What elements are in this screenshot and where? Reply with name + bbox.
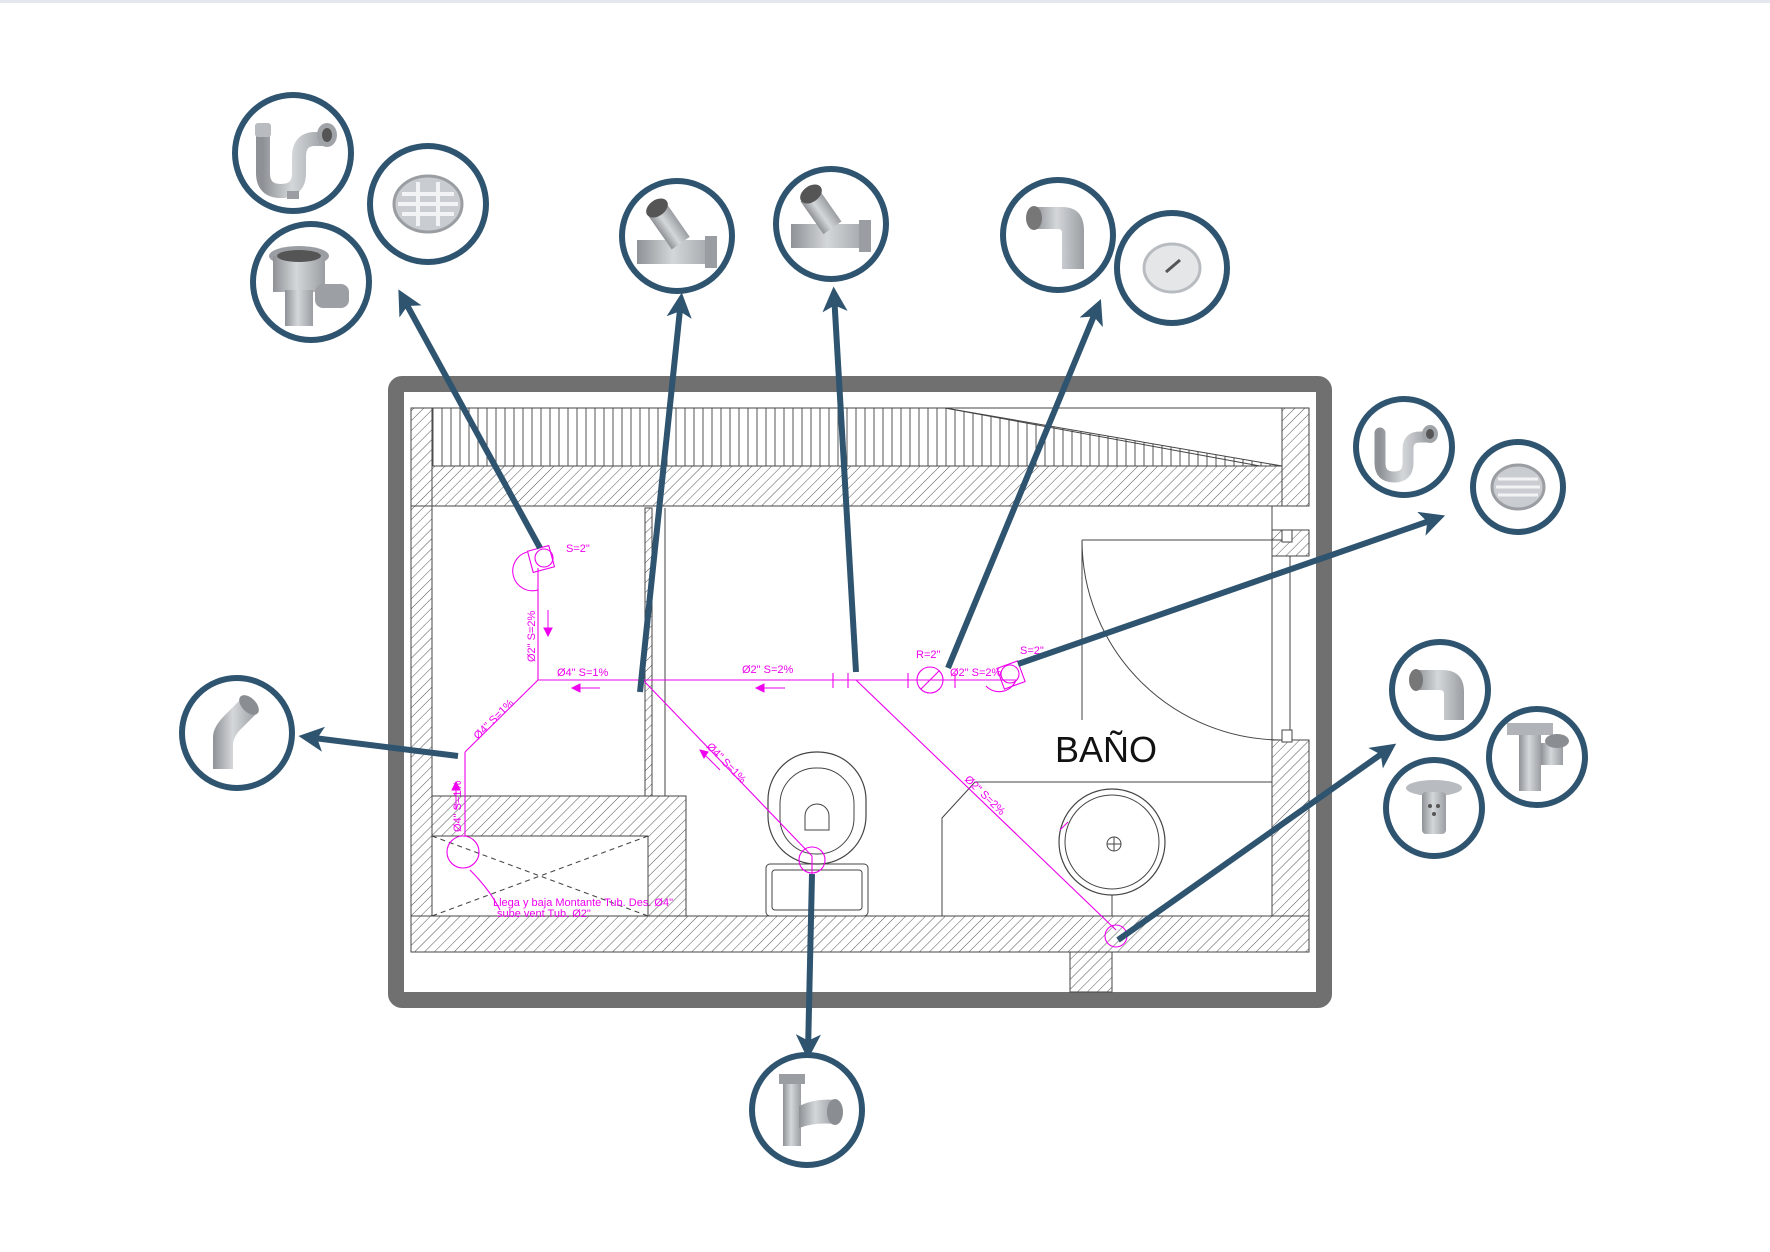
elbow-fitting-icon: [1389, 639, 1491, 741]
callout-wye-center: [773, 166, 889, 282]
sink: [1058, 788, 1166, 896]
tee-fitting-icon: [1486, 706, 1588, 808]
annot-montante-1: Llega y baja Montante Tub. Des. Ø4": [493, 897, 673, 909]
floor-grate-icon: [1470, 439, 1566, 535]
callout-trap-grate-shower: [1353, 396, 1566, 535]
door-swing: [1081, 539, 1283, 741]
wall-left: [410, 505, 433, 953]
annot-pipe-v1: Ø2" S=2%: [526, 610, 538, 662]
floor-grate-icon: [367, 143, 489, 265]
callout-elbow-45-left: [179, 675, 295, 791]
annot-pipe-h1: Ø4" S=1%: [557, 667, 609, 679]
arrow-elbow-45: [298, 726, 459, 759]
annot-r2: R=2": [916, 649, 940, 661]
annot-s2a: S=2": [566, 543, 590, 555]
callout-vent-stack: [1383, 639, 1588, 859]
wye-fitting-icon: [773, 166, 889, 282]
callout-elbow-cap: [1000, 177, 1230, 326]
sanitary-tee-icon: [749, 1052, 865, 1168]
arrow-trap-grate: [1017, 511, 1446, 667]
wye-fitting-icon: [619, 178, 735, 294]
callout-wye-left: [619, 178, 735, 294]
arrow-vent-stack: [1116, 743, 1397, 943]
floor-plan: S=2" Ø2" S=2% Ø4" S=1% Ø2" S=2% Ø4" S=1%…: [388, 376, 1332, 1008]
elbow-fitting-icon: [1000, 177, 1116, 293]
arrow-trap-drain: [398, 289, 543, 550]
arrow-elbow-cap: [945, 299, 1103, 670]
callout-trap-drain-corner: [232, 92, 489, 343]
pipe-network: [464, 551, 1117, 931]
annot-montante-2: sube vent Tub. Ø2": [497, 908, 591, 920]
annot-pipe-h3: Ø2" S=2%: [950, 667, 1002, 679]
flow-arrows: [451, 610, 785, 810]
floor-drain-icon: [250, 221, 372, 343]
wall-bottom: [410, 915, 1310, 953]
p-trap-icon: [232, 92, 354, 214]
toilet: [765, 751, 869, 917]
arrow-sanitary-tee: [795, 873, 821, 1060]
callout-arrows: [298, 286, 1446, 1060]
arrow-wye-left: [637, 292, 692, 693]
annot-pipe-v2: Ø4" S=1%: [452, 780, 464, 832]
room-label: BAÑO: [1055, 729, 1157, 770]
vent-cap-icon: [1383, 757, 1485, 859]
elbow-45-icon: [179, 675, 295, 791]
wall-top: [410, 465, 1310, 507]
p-trap-icon: [1353, 396, 1455, 498]
callout-sanitary-tee-toilet: [749, 1052, 865, 1168]
annot-pipe-h2: Ø2" S=2%: [742, 664, 794, 676]
cleanout-cap-icon: [1114, 210, 1230, 326]
arrow-wye-center: [822, 286, 859, 673]
